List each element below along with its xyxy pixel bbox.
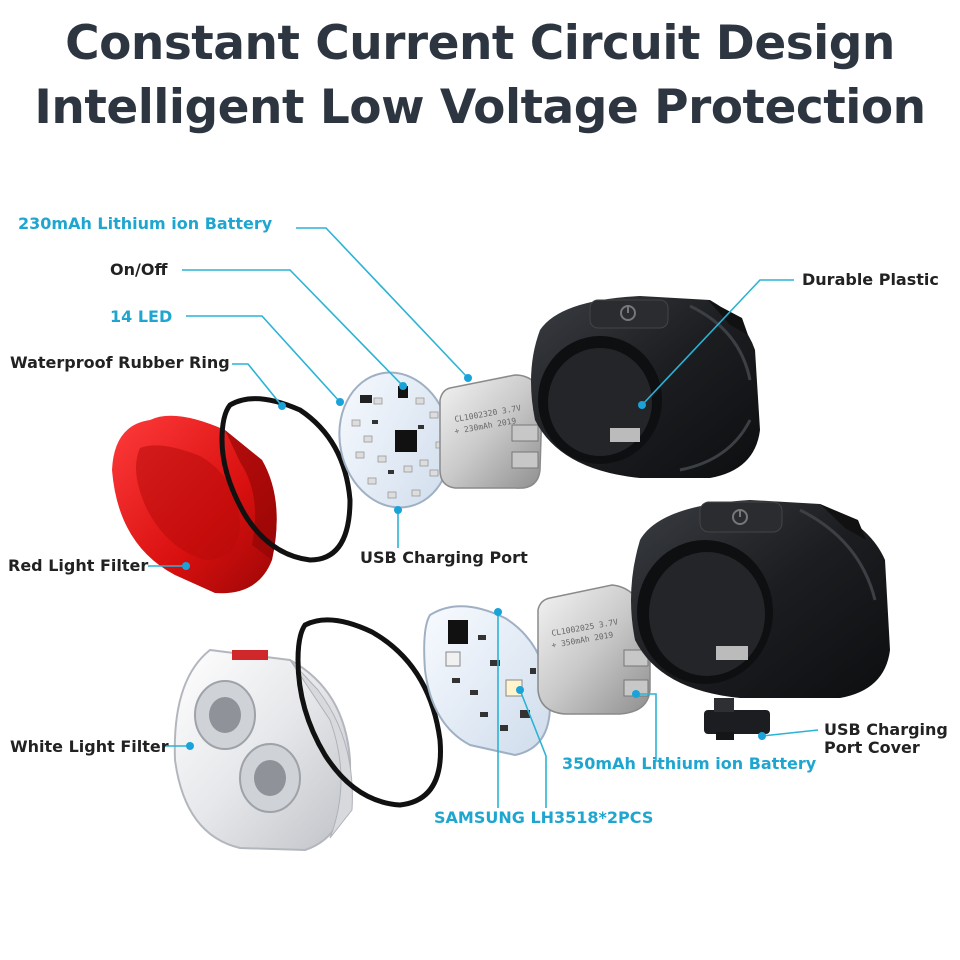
rubber-ring-top [219, 396, 353, 563]
leader-dots [182, 374, 766, 750]
pcb-board-top [338, 371, 452, 509]
callout-on-off: On/Off [110, 260, 168, 279]
battery-350mah: CL1002025 3.7V + 350mAh 2019 [537, 584, 651, 715]
pcb-board-bottom [423, 605, 552, 757]
callout-waterproof-rubber-ring: Waterproof Rubber Ring [10, 353, 230, 372]
callout-usb-charging-port: USB Charging Port [360, 548, 528, 567]
headline-line-1: Constant Current Circuit Design [65, 16, 895, 71]
callout-14-led: 14 LED [110, 307, 172, 326]
headline-line-2: Intelligent Low Voltage Protection [34, 80, 926, 135]
rubber-ring-bottom [295, 617, 443, 808]
housing-top [531, 296, 760, 478]
white-light-filter [173, 648, 353, 852]
callout-battery-230mah: 230mAh Lithium ion Battery [18, 214, 273, 233]
callout-red-light-filter: Red Light Filter [8, 556, 148, 575]
usb-port-cover [704, 698, 770, 740]
callout-white-light-filter: White Light Filter [10, 737, 169, 756]
housing-bottom [631, 500, 890, 698]
red-light-filter [112, 415, 277, 594]
callout-usb-cover-line-2: Port Cover [824, 738, 920, 757]
callout-durable-plastic: Durable Plastic [802, 270, 939, 289]
callout-usb-cover-line-1: USB Charging [824, 720, 948, 739]
callout-samsung-led: SAMSUNG LH3518*2PCS [434, 808, 653, 827]
leader-lines [148, 227, 819, 808]
callout-battery-350mah: 350mAh Lithium ion Battery [562, 754, 817, 773]
battery-230mah: CL1002320 3.7V + 230mAh 2019 [439, 374, 543, 489]
